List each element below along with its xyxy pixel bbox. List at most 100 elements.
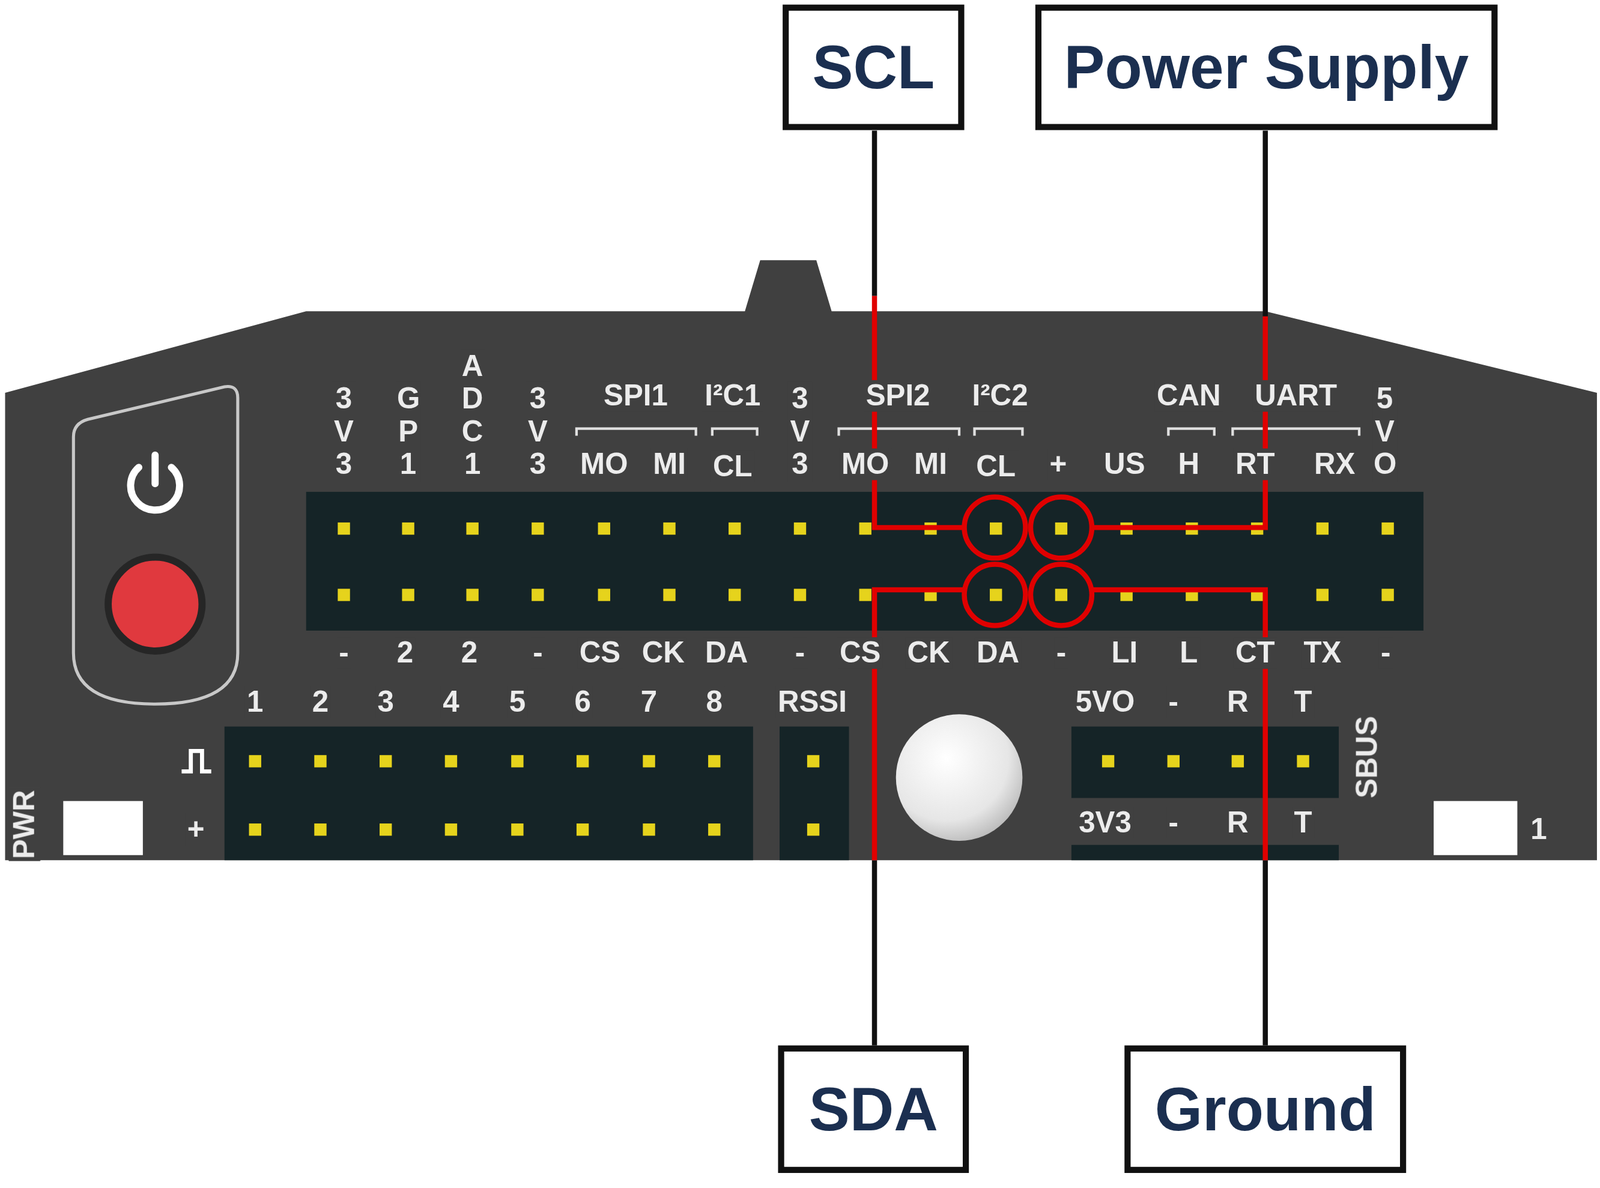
pin bbox=[663, 522, 676, 535]
pin-label: - bbox=[1166, 686, 1181, 719]
pin-label: 5 bbox=[506, 686, 528, 719]
pin bbox=[807, 823, 820, 836]
pin bbox=[576, 823, 589, 836]
sbus-header bbox=[1071, 726, 1339, 799]
callout-text: Ground bbox=[1154, 1078, 1376, 1140]
pin-label: 2 bbox=[458, 637, 480, 670]
pin-label: 3V3 bbox=[525, 381, 550, 482]
pin bbox=[663, 588, 676, 601]
pin bbox=[793, 522, 807, 535]
pin bbox=[1381, 522, 1394, 535]
pin bbox=[1055, 522, 1068, 535]
pin bbox=[807, 754, 820, 767]
pin bbox=[1167, 754, 1180, 767]
pin bbox=[1231, 754, 1244, 767]
rssi-header bbox=[779, 726, 850, 861]
pwr-led bbox=[63, 801, 143, 856]
pin-label: DA bbox=[974, 637, 1022, 670]
pin bbox=[576, 754, 589, 767]
pin bbox=[249, 754, 262, 767]
pin bbox=[989, 522, 1002, 535]
pin-label: I²C2 bbox=[969, 380, 1031, 413]
pin-label: - bbox=[336, 637, 351, 670]
pin bbox=[249, 823, 262, 836]
pin bbox=[531, 588, 544, 601]
pin bbox=[445, 823, 458, 836]
pin bbox=[1296, 754, 1309, 767]
pin bbox=[531, 522, 544, 535]
pin-label: 1 bbox=[245, 686, 266, 719]
pin-label: R bbox=[1225, 686, 1251, 719]
pin-label: - bbox=[530, 637, 545, 670]
power-button bbox=[108, 557, 202, 652]
pin-label: ADC1 bbox=[460, 349, 485, 482]
pin-label: PWR bbox=[8, 787, 41, 862]
pin-label: MI bbox=[912, 448, 950, 481]
pin-label: LI bbox=[1109, 637, 1140, 670]
pin bbox=[511, 823, 524, 836]
pin-label: SPI2 bbox=[863, 380, 933, 413]
spek-header bbox=[1071, 845, 1339, 861]
pin-label: MO bbox=[839, 448, 892, 481]
pin bbox=[1055, 588, 1068, 601]
pin-label: I²C1 bbox=[702, 380, 763, 413]
led-1 bbox=[1433, 801, 1518, 856]
pin-label: UART bbox=[1252, 380, 1340, 413]
pin bbox=[642, 754, 655, 767]
pulse-symbol bbox=[181, 750, 211, 772]
pin bbox=[728, 588, 741, 601]
power-icon bbox=[130, 455, 180, 511]
pin-label: DA bbox=[703, 637, 751, 670]
pin bbox=[445, 754, 458, 767]
leader-lines bbox=[874, 130, 1266, 1046]
pin-label: CK bbox=[639, 637, 687, 670]
pin-label: 3V3 bbox=[787, 381, 813, 482]
pin bbox=[466, 522, 479, 535]
pin bbox=[1316, 522, 1329, 535]
pin-label: R bbox=[1225, 806, 1251, 839]
pin-label: 4 bbox=[440, 686, 462, 719]
pin-label: + bbox=[1047, 448, 1070, 481]
pin bbox=[1381, 588, 1394, 601]
pin-label: MI bbox=[651, 448, 689, 481]
callout-text: SDA bbox=[809, 1078, 939, 1140]
pin-label: 5VO bbox=[1372, 381, 1397, 482]
pin-label: - bbox=[1378, 637, 1393, 670]
pin-label: 2 bbox=[394, 637, 416, 670]
pin bbox=[708, 823, 721, 836]
pin-label: 7 bbox=[638, 686, 659, 719]
callout-box: Ground bbox=[1124, 1045, 1407, 1173]
pin bbox=[859, 588, 872, 601]
pin-label: GP1 bbox=[395, 381, 420, 482]
pin-label: CL bbox=[711, 450, 755, 483]
pin bbox=[728, 522, 741, 535]
pin-label: 3 bbox=[375, 686, 396, 719]
pin bbox=[466, 588, 479, 601]
pin-label: RT bbox=[1233, 448, 1277, 481]
pin bbox=[793, 588, 807, 601]
pwm-header bbox=[224, 726, 754, 861]
pin bbox=[379, 823, 392, 836]
pin-label: MO bbox=[578, 448, 631, 481]
pin-label: CS bbox=[837, 637, 883, 670]
pin-label: CAN bbox=[1154, 380, 1224, 413]
pin bbox=[859, 522, 872, 535]
pin bbox=[989, 588, 1002, 601]
pin-label: - bbox=[792, 637, 807, 670]
pin-label: RSSI bbox=[775, 686, 849, 719]
pin-label: 1 bbox=[1528, 813, 1549, 846]
pin bbox=[337, 522, 350, 535]
pin-label: + bbox=[184, 813, 207, 846]
pin-label: SPI1 bbox=[601, 380, 671, 413]
pin-label: SBUS bbox=[1351, 714, 1384, 801]
pin-label: RX bbox=[1312, 448, 1358, 481]
pin-label: CS bbox=[577, 637, 623, 670]
pin-label: T bbox=[1291, 806, 1315, 839]
pin-label: L bbox=[1177, 637, 1200, 670]
pin-label: 6 bbox=[572, 686, 593, 719]
pin-label: CL bbox=[974, 450, 1018, 483]
pin-label: TX bbox=[1301, 637, 1344, 670]
pin-header bbox=[306, 491, 1424, 631]
pin-label: 8 bbox=[703, 686, 725, 719]
pin-label: 3V3 bbox=[331, 381, 356, 482]
